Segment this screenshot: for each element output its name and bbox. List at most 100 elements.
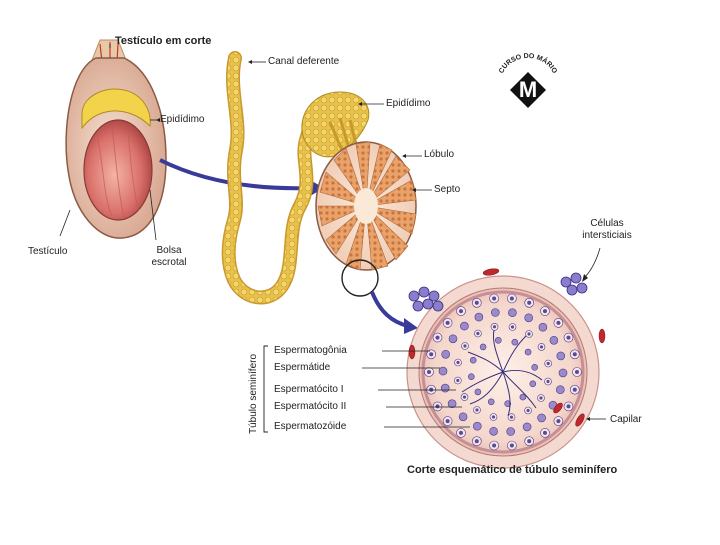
tubulo-item-3: Espermatócito II (274, 401, 347, 412)
zoom-circle (341, 259, 379, 297)
title-left: Testículo em corte (115, 35, 212, 47)
tubulo-pointer-lines (362, 350, 470, 428)
tubule-cell-nucleus (556, 419, 561, 424)
tubule-cell (529, 380, 537, 388)
tubule-cell (549, 335, 559, 345)
label-bolsa-escrotal: Bolsa escrotal (151, 245, 187, 268)
seminiferous-tubule (406, 268, 606, 469)
tubulo-bracket (263, 345, 268, 433)
tubule-cell-nucleus (474, 439, 479, 444)
tubule-cell (519, 393, 527, 401)
tubule-cell (458, 412, 468, 422)
tubule-cell-nucleus (556, 320, 561, 325)
tubule-cell (474, 388, 482, 396)
left-pointer-lines (59, 44, 158, 241)
tubule-cell-nucleus (527, 300, 532, 305)
tubule-cell (555, 385, 565, 395)
tubule-cell (524, 348, 532, 356)
tubule-cell (524, 313, 534, 323)
logo-svg: CURSO DO MÁRIO (498, 53, 558, 108)
testis-shape (83, 119, 153, 221)
tubule-cell-nucleus (546, 379, 550, 384)
tubule-cell (537, 413, 546, 423)
tubule-cell (538, 322, 548, 332)
tubule-cell (460, 321, 469, 331)
tubule-cell-nucleus (435, 335, 440, 340)
tubule-cell (479, 343, 487, 351)
tubule-cell-nucleus (572, 352, 577, 357)
tubule-cell-nucleus (491, 415, 496, 419)
tubule-cell-nucleus (527, 439, 532, 444)
label-septo: Septo (434, 184, 461, 195)
tubule-cell (447, 399, 457, 409)
curso-do-mario-logo: CURSO DO MÁRIO M (493, 52, 563, 112)
tubule-cell-nucleus (566, 335, 571, 340)
label-testiculo: Testículo (28, 246, 68, 257)
tubule-cell-nucleus (566, 404, 571, 409)
tubule-cell-nucleus (476, 331, 480, 336)
tubule-cell (490, 308, 500, 317)
tubule-cell (469, 356, 477, 364)
label-celulas-intersticiais: Células intersticiais (582, 218, 632, 241)
tubule-cell-nucleus (458, 309, 464, 314)
tubule-cell (448, 334, 458, 344)
tubule-cell-nucleus (458, 430, 464, 435)
tubule-cell-nucleus (492, 443, 497, 448)
tubule-cell-nucleus (429, 352, 434, 357)
tubule-cell (558, 368, 568, 378)
tubule-cell-nucleus (492, 296, 497, 301)
tubule-cell (494, 336, 502, 344)
tubule-cell (467, 373, 475, 381)
tubule-cell-nucleus (527, 332, 531, 336)
tubule-cell-nucleus (445, 320, 450, 325)
tubule-cell (504, 400, 512, 408)
testis-lobules (315, 141, 417, 271)
tubulo-item-1: Espermátide (274, 362, 331, 373)
caption-bottom: Corte esquemático de túbulo seminífero (407, 464, 618, 476)
tubule-cell-nucleus (463, 344, 467, 348)
tubule-cell-nucleus (456, 360, 460, 365)
tubule-cell (522, 422, 532, 432)
tubule-cell (487, 398, 495, 406)
tubule-cell-nucleus (510, 325, 515, 329)
tubule-cell-nucleus (445, 419, 450, 424)
tubule-cell-nucleus (574, 369, 580, 375)
tubulo-item-2: Espermatócito I (274, 384, 344, 395)
tubule-cell (440, 383, 450, 393)
label-canal-deferente: Canal deferente (268, 56, 340, 67)
tubule-cell-nucleus (542, 430, 548, 435)
label-tubulo-seminifero: Túbulo seminífero (248, 353, 259, 434)
tubulo-item-4: Espermatozóide (274, 421, 347, 432)
tubule-cell-nucleus (492, 325, 497, 329)
vas-deferens (221, 51, 370, 305)
tubule-cell-nucleus (435, 404, 440, 409)
tubule-cell-nucleus (539, 345, 544, 349)
tubule-cell-nucleus (526, 408, 530, 413)
tubule-cell-nucleus (475, 408, 479, 412)
tubule-cell-nucleus (509, 296, 514, 301)
tubule-cell (506, 427, 516, 436)
tubule-cell (556, 351, 566, 361)
label-epididimo-right: Epidídimo (386, 98, 431, 109)
logo-letter: M (518, 77, 538, 102)
tubule-cell-nucleus (572, 387, 577, 392)
tubule-cell-nucleus (426, 369, 432, 375)
tubule-cell (531, 363, 539, 371)
tubule-cell (489, 426, 498, 436)
label-lobulo: Lóbulo (424, 149, 455, 160)
tubule-cell-nucleus (546, 361, 550, 366)
tubule-cell-nucleus (462, 395, 467, 399)
tubule-cell-nucleus (539, 396, 543, 400)
tubule-cell-nucleus (509, 415, 514, 419)
label-capilar: Capilar (610, 414, 642, 425)
tubule-cell-nucleus (542, 309, 548, 314)
tubule-cell-nucleus (474, 300, 479, 305)
epididymis-left-shape (81, 88, 151, 130)
arrow-to-tubule (370, 291, 409, 328)
tubulo-item-0: Espermatogônia (274, 345, 347, 356)
tubule-cell (441, 349, 451, 359)
tubule-cell (472, 421, 482, 431)
tubule-cell-nucleus (509, 443, 514, 448)
